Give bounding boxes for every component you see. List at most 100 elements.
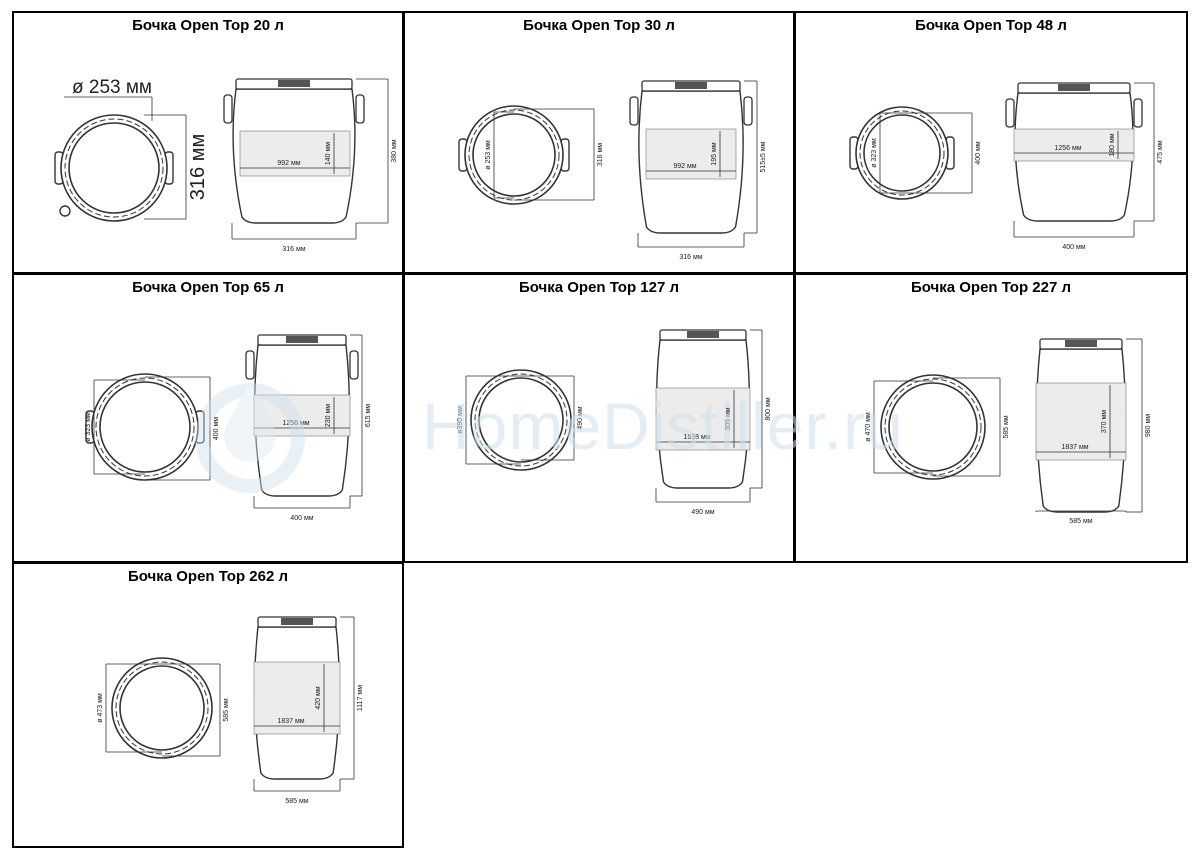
panel-127l: Бочка Open Top 127 л ø390 мм 490 мм 1538 м…	[403, 273, 795, 563]
panel-65l: Бочка Open Top 65 л ø 323 мм 400 мм 1256 м…	[12, 273, 404, 563]
ring-inner	[478, 377, 564, 463]
ring-inner	[888, 382, 978, 472]
barrel-drawing: ø 470 мм 585 мм 1837 мм 370 мм 980 мм 585 мм	[865, 338, 1152, 525]
barrel-drawing: ø 253 мм 316 мм 992 мм 195 мм 515±5 мм 316 мм	[458, 80, 767, 261]
base-label: 316 мм	[282, 246, 305, 253]
base-label: 585 мм	[1069, 518, 1092, 525]
ring-rim	[95, 377, 195, 477]
dia-label: ø 253 мм	[485, 140, 492, 170]
height-label: 800 мм	[765, 397, 772, 420]
band-height-label: 305 мм	[725, 407, 732, 430]
ring-rim	[474, 373, 568, 467]
base-label: 490 мм	[691, 509, 714, 516]
barrel-drawing: ø 473 мм 585 мм 1837 мм 420 мм 1117 мм 585 мм	[97, 616, 364, 805]
lid-clamp	[286, 336, 318, 343]
dia-label: ø 470 мм	[865, 412, 872, 442]
side-handle-right	[355, 94, 365, 124]
band-width-label: 1837 мм	[1061, 444, 1088, 451]
lid-clamp	[281, 618, 313, 625]
panel-227l: Бочка Open Top 227 л ø 470 мм 585 мм 1837 …	[794, 273, 1188, 563]
ring-label: 316 мм	[187, 134, 209, 200]
ring-rim	[64, 118, 164, 218]
panel-48l: Бочка Open Top 48 л ø 323 мм 400 мм 1256 м…	[794, 11, 1188, 274]
dia-label: ø 253 мм	[72, 77, 152, 98]
dia-label: ø 323 мм	[85, 412, 92, 442]
ring-inner	[472, 113, 556, 197]
ring-inner	[68, 122, 160, 214]
side-handle-left	[223, 94, 233, 124]
lid-clamp	[687, 331, 719, 338]
side-handle-right	[1133, 98, 1143, 128]
ring-inner	[863, 114, 941, 192]
ring-inner	[119, 665, 205, 751]
dia-label: ø 473 мм	[97, 693, 104, 723]
label-band	[1013, 128, 1135, 162]
ring-rim	[115, 661, 209, 755]
height-label: 515±5 мм	[760, 141, 767, 172]
band-width-label: 992 мм	[277, 160, 300, 167]
ring-label: 316 мм	[597, 143, 604, 166]
ring-rim	[859, 110, 945, 196]
panel-title: Бочка Open Top 262 л	[127, 568, 289, 585]
band-width-label: 992 мм	[673, 163, 696, 170]
band-height-label: 195 мм	[711, 142, 718, 165]
side-handle-right	[743, 96, 753, 126]
height-label: 615 мм	[365, 404, 372, 427]
barrel-drawing: ø390 мм 490 мм 1538 мм 305 мм 800 мм 490 мм	[457, 329, 772, 516]
band-width-label: 1538 мм	[683, 434, 710, 441]
panel-20l: Бочка Open Top 20 л ø 253 мм 316 мм 992 мм…	[12, 11, 404, 274]
label-band	[1035, 382, 1127, 461]
base-label: 585 мм	[285, 798, 308, 805]
ring-rim	[468, 109, 560, 201]
panel-title: Бочка Open Top 30 л	[523, 17, 675, 34]
ring-label: 585 мм	[1003, 415, 1010, 438]
lid-clamp	[1065, 340, 1097, 347]
side-handle-right	[349, 350, 359, 380]
ring-label: 585 мм	[223, 698, 230, 721]
height-label: 1117 мм	[357, 685, 364, 711]
ring-label: 400 мм	[975, 141, 982, 164]
band-height-label: 230 мм	[325, 404, 332, 427]
panel-title: Бочка Open Top 227 л	[910, 279, 1072, 296]
base-label: 400 мм	[290, 515, 313, 522]
panel-title: Бочка Open Top 20 л	[132, 17, 284, 34]
panel-30l: Бочка Open Top 30 л ø 253 мм 316 мм 992 мм…	[403, 11, 795, 274]
base-label: 400 мм	[1062, 244, 1085, 251]
label-band	[645, 128, 737, 180]
ring-label: 490 мм	[577, 406, 584, 429]
band-height-label: 370 мм	[1101, 410, 1108, 433]
height-label: 380 мм	[391, 139, 398, 162]
side-handle-left	[245, 350, 255, 380]
side-handle-left	[1005, 98, 1015, 128]
ring-rim	[884, 378, 982, 476]
clamp-eye	[59, 205, 71, 217]
lid-clamp	[278, 80, 310, 87]
base-label: 316 мм	[679, 254, 702, 261]
lid-clamp	[1058, 84, 1090, 91]
band-height-label: 420 мм	[315, 686, 322, 709]
band-height-label: 140 мм	[325, 142, 332, 165]
band-width-label: 1256 мм	[282, 420, 309, 427]
label-band	[253, 394, 351, 437]
side-handle-left	[629, 96, 639, 126]
panel-title: Бочка Open Top 65 л	[132, 279, 284, 296]
barrel-drawing: ø 253 мм 316 мм 992 мм 140 мм 380 мм 316 мм	[54, 77, 398, 253]
ring-label: 400 мм	[213, 417, 220, 440]
ring-inner	[99, 381, 191, 473]
barrel-drawing: ø 323 мм 400 мм 1256 мм 230 мм 615 мм 400 мм	[85, 334, 372, 522]
label-band	[239, 130, 351, 177]
band-height-label: 180 мм	[1109, 133, 1116, 156]
dia-label: ø390 мм	[457, 406, 464, 434]
panel-title: Бочка Open Top 127 л	[518, 279, 680, 296]
height-label: 980 мм	[1145, 414, 1152, 437]
panel-title: Бочка Open Top 48 л	[915, 17, 1067, 34]
band-width-label: 1837 мм	[277, 718, 304, 725]
dia-label: ø 323 мм	[871, 138, 878, 168]
band-width-label: 1256 мм	[1054, 145, 1081, 152]
barrel-drawing: ø 323 мм 400 мм 1256 мм 180 мм 475 мм 400 мм	[849, 82, 1164, 251]
lid-clamp	[675, 82, 707, 89]
panel-262l: Бочка Open Top 262 л ø 473 мм 585 мм 1837 …	[12, 562, 404, 848]
height-label: 475 мм	[1157, 140, 1164, 163]
label-band	[253, 661, 341, 735]
